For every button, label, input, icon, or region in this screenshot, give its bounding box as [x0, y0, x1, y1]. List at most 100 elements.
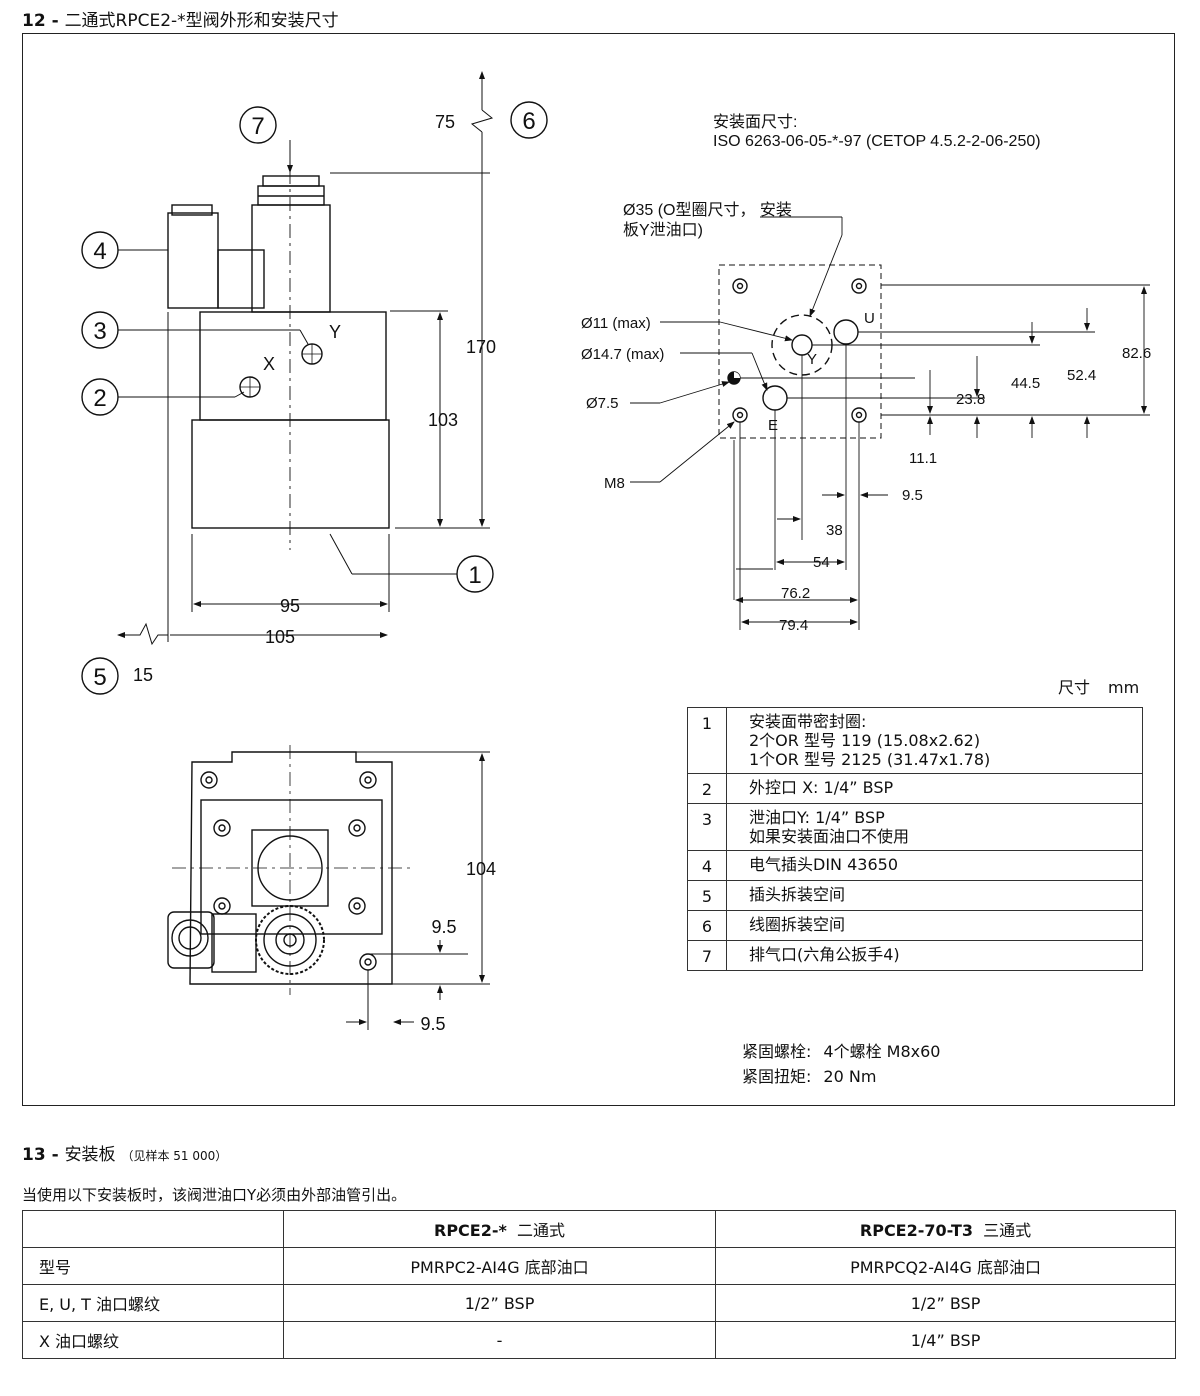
section-13-title: 13 - 安装板 （见样本 51 000）: [22, 1140, 227, 1165]
legend-line: 2个OR 型号 119 (15.08x2.62): [749, 731, 981, 750]
plates-row: X 油口螺纹-1/4” BSP: [22, 1321, 1176, 1359]
col1-model: RPCE2-*: [434, 1221, 507, 1240]
callout-6: [510, 101, 548, 139]
legend-number: 3: [687, 803, 727, 851]
legend-description: 外控口 X: 1/4” BSP: [726, 773, 1143, 804]
legend-description: 安装面带密封圈:2个OR 型号 119 (15.08x2.62)1个OR 型号 …: [726, 707, 1143, 774]
legend-row: 6 线圈拆装空间: [687, 910, 1143, 941]
legend-line: 线圈拆装空间: [749, 915, 846, 934]
legend-description: 排气口(六角公扳手4): [726, 940, 1143, 971]
side-view: [167, 170, 390, 550]
plates-cell-col1: PMRPC2-AI4G 底部油口: [282, 1247, 717, 1285]
dim-105: 105: [265, 627, 295, 647]
legend-line: 外控口 X: 1/4” BSP: [749, 778, 894, 797]
mounting-title: 安装面尺寸:: [713, 113, 797, 131]
col2-model: RPCE2-70-T3: [859, 1221, 973, 1240]
dim-54: 54: [813, 554, 830, 571]
plates-cell-col2: 1/2” BSP: [715, 1284, 1176, 1322]
dim-95: 95: [280, 596, 300, 616]
col2-type: 三通式: [983, 1221, 1032, 1240]
legend-number: 4: [687, 850, 727, 881]
top-view-outline: [189, 751, 393, 985]
legend-number: 5: [687, 880, 727, 911]
section-13-note: （见样本 51 000）: [121, 1149, 228, 1163]
dim-d7-5: Ø7.5: [586, 395, 619, 412]
legend-line: 如果安装面油口不使用: [749, 827, 910, 846]
valve-body-upper: [199, 311, 387, 421]
callout-7: [239, 106, 277, 144]
dim-d11: Ø11 (max): [581, 315, 651, 332]
legend-number: 2: [687, 773, 727, 804]
plates-cell-col1: 1/2” BSP: [282, 1284, 717, 1322]
dim-52-4: 52.4: [1067, 367, 1096, 384]
section-heading: 二通式RPCE2-*型阀外形和安装尺寸: [64, 11, 339, 31]
dim-75: 75: [435, 112, 455, 132]
plates-cell-col1: -: [282, 1321, 717, 1359]
section-13-number: 13 -: [22, 1145, 59, 1165]
plates-row-label: E, U, T 油口螺纹: [22, 1284, 284, 1322]
legend-description: 插头拆装空间: [726, 880, 1143, 911]
section-13-heading: 安装板: [64, 1145, 116, 1165]
legend-row: 2 外控口 X: 1/4” BSP: [687, 773, 1143, 804]
dim-9-5-mount: 9.5: [902, 487, 923, 504]
callout-6-number: 6: [522, 108, 535, 135]
fastening-bolts: 紧固螺栓: 4个螺栓 M8x60: [742, 1038, 941, 1062]
legend-line: 安装面带密封圈:: [749, 712, 867, 731]
legend-row: 5 插头拆装空间: [687, 880, 1143, 911]
legend-line: 泄油口Y: 1/4” BSP: [749, 808, 885, 827]
legend-line: 排气口(六角公扳手4): [749, 945, 900, 964]
drawing-frame: [22, 33, 1175, 1106]
section-number: 12 -: [22, 11, 59, 31]
mounting-interface: [718, 264, 882, 439]
label-port-e: E: [768, 417, 778, 434]
legend-line: 1个OR 型号 2125 (31.47x1.78): [749, 750, 991, 769]
callout-3: [81, 311, 119, 349]
col1-type: 二通式: [517, 1221, 566, 1240]
callout-1-number: 1: [468, 562, 481, 589]
plates-row-label: X 油口螺纹: [22, 1321, 284, 1359]
fastening-torque-label: 紧固扭矩:: [742, 1067, 812, 1086]
plates-header-row: RPCE2-* 二通式 RPCE2-70-T3 三通式: [22, 1210, 1176, 1248]
legend-description: 电气插头DIN 43650: [726, 850, 1143, 881]
callout-5: [81, 657, 119, 695]
fastening-bolts-value: 4个螺栓 M8x60: [823, 1042, 941, 1061]
plates-cell-col2: 1/4” BSP: [715, 1321, 1176, 1359]
fastening-bolts-label: 紧固螺栓:: [742, 1042, 812, 1061]
plug-connector: [167, 212, 219, 309]
dim-103: 103: [428, 410, 458, 430]
dim-38: 38: [826, 522, 843, 539]
plates-row-label: 型号: [22, 1247, 284, 1285]
plates-header-col1: RPCE2-* 二通式: [282, 1210, 717, 1248]
dim-79-4: 79.4: [779, 617, 808, 634]
plates-header-empty: [22, 1210, 284, 1248]
fastening-torque-value: 20 Nm: [823, 1067, 877, 1086]
callout-4-number: 4: [93, 238, 106, 265]
plates-header-col2: RPCE2-70-T3 三通式: [715, 1210, 1176, 1248]
mounting-face-outline: [718, 264, 882, 439]
dim-44-5: 44.5: [1011, 375, 1040, 392]
top-view: [167, 745, 410, 995]
label-port-u: U: [864, 310, 875, 327]
mounting-standard: ISO 6263-06-05-*-97 (CETOP 4.5.2-2-06-25…: [713, 133, 1041, 150]
fastening-torque: 紧固扭矩: 20 Nm: [742, 1063, 876, 1087]
callout-4: [81, 231, 119, 269]
label-port-x: X: [263, 354, 275, 374]
legend-line: 插头拆装空间: [749, 885, 846, 904]
callout-3-number: 3: [93, 318, 106, 345]
dim-82-6: 82.6: [1122, 345, 1151, 362]
callout-2-number: 2: [93, 385, 106, 412]
dim-170: 170: [466, 337, 496, 357]
dim-d14-7: Ø14.7 (max): [581, 346, 664, 363]
label-m8: M8: [604, 475, 625, 492]
label-port-y: Y: [329, 322, 341, 342]
legend-number: 6: [687, 910, 727, 941]
